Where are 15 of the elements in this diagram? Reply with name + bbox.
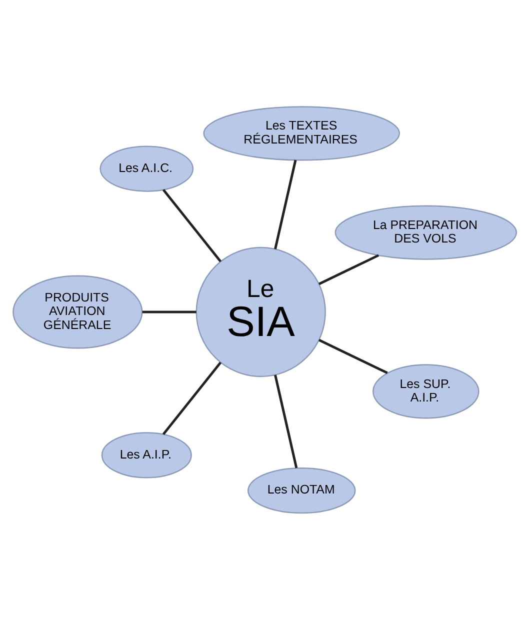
node-ellipse: PRODUITS AVIATION GÉNÉRALE [12,275,143,349]
node-ellipse: Les A.I.C. [100,146,194,192]
node-circle: Le SIA [196,246,326,378]
connector [318,254,380,286]
connector [274,374,298,468]
node-ellipse: Les A.I.P. [101,432,192,478]
connector [318,338,388,374]
node-ellipse: Les SUP. A.I.P. [372,364,480,419]
connector [162,189,222,262]
node-ellipse: Les NOTAM [248,468,356,514]
connector [274,160,297,250]
node-ellipse: La PREPARATION DES VOLS [334,205,518,260]
node-ellipse: Les TEXTES RÉGLEMENTAIRES [203,106,400,161]
connector [142,310,196,314]
connector [162,362,222,436]
